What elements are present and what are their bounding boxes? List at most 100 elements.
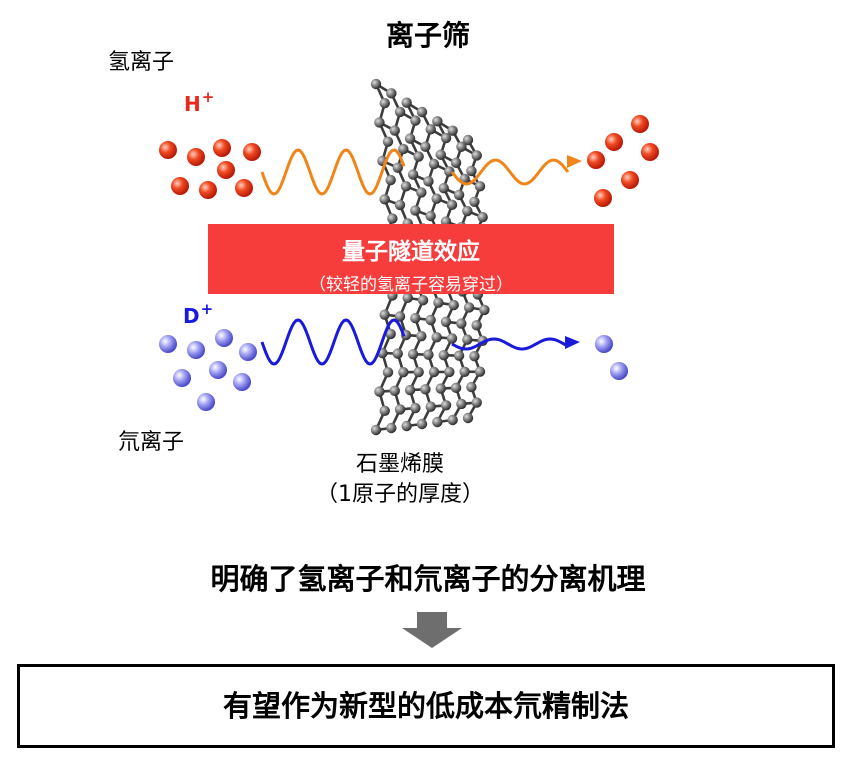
carbon-atom (374, 117, 385, 128)
hydrogen-charge: + (201, 88, 215, 106)
carbon-atom (425, 401, 436, 412)
hydrogen-ion (187, 148, 205, 166)
hydrogen-symbol: H+ (184, 88, 215, 116)
carbon-atom (394, 404, 406, 415)
carbon-atom (462, 334, 473, 345)
carbon-atom (392, 348, 403, 359)
down-arrow-icon (402, 612, 462, 648)
carbon-atom (453, 350, 465, 361)
carbon-atom (431, 332, 442, 343)
carbon-atom (462, 412, 474, 424)
carbon-atom (446, 199, 458, 211)
carbon-atom (471, 320, 482, 331)
carbon-atom (420, 384, 431, 395)
carbon-atom (389, 385, 400, 397)
carbon-atom (389, 125, 400, 136)
deuterium-symbol: D+ (183, 300, 214, 328)
carbon-atom (463, 302, 475, 313)
quantum-tunneling-banner: 量子隧道效应 （较轻的氢离子容易穿过） (208, 224, 614, 295)
carbon-atom (394, 106, 406, 118)
carbon-atom (416, 187, 427, 198)
hydrogen-ion (631, 115, 649, 133)
hydrogen-ion (621, 171, 639, 189)
hydrogen-ions-left (159, 139, 261, 199)
carbon-atom (420, 141, 431, 152)
carbon-atom (410, 205, 421, 216)
carbon-atom (425, 124, 436, 135)
carbon-atom (435, 149, 446, 160)
carbon-atom (386, 88, 397, 99)
deuterium-ions-right (595, 335, 628, 380)
carbon-atom (432, 416, 443, 428)
deuterium-ions-left (159, 329, 257, 411)
carbon-atom (462, 205, 473, 217)
carbon-atom (374, 386, 385, 397)
carbon-atom (440, 316, 452, 327)
carbon-atom (479, 304, 490, 316)
carbon-atom (471, 150, 482, 161)
hydrogen-wave-right (450, 158, 570, 186)
carbon-atom (370, 424, 382, 436)
carbon-atom (453, 189, 465, 201)
carbon-atom (425, 210, 436, 222)
carbon-atom (379, 309, 390, 320)
carbon-atom (438, 349, 449, 361)
carbon-atom (402, 292, 413, 304)
deuterium-ion (173, 369, 191, 387)
carbon-atom (416, 418, 428, 430)
carbon-atom (404, 133, 416, 144)
carbon-atom (379, 98, 390, 109)
carbon-atom (401, 97, 412, 108)
hydrogen-ion (594, 189, 612, 207)
carbon-atom (386, 422, 397, 434)
diagram-title: 离子筛 (385, 19, 470, 52)
carbon-atom (433, 297, 444, 308)
carbon-atom (382, 136, 394, 147)
carbon-atom (428, 366, 440, 378)
carbon-atom (466, 165, 477, 177)
hydrogen-label: 氢离子 (108, 50, 175, 75)
banner-subtitle: （较轻的氢离子容易穿过） (309, 275, 513, 295)
carbon-atom (459, 366, 470, 377)
carbon-atom (447, 414, 458, 426)
carbon-atom (410, 313, 421, 324)
hydrogen-ion (171, 177, 189, 195)
hydrogen-arrowhead (567, 155, 582, 168)
hydrogen-ion (235, 179, 253, 197)
hydrogen-ion (217, 161, 235, 179)
deuterium-arrowhead (565, 336, 580, 349)
carbon-atom (456, 318, 467, 329)
carbon-atom (407, 169, 419, 180)
carbon-atom (401, 420, 412, 432)
carbon-atom (423, 349, 434, 360)
membrane-thickness: （1原子的厚度） (316, 482, 484, 507)
carbon-atom (435, 383, 446, 394)
carbon-atom (444, 366, 455, 378)
carbon-atom (387, 213, 398, 224)
banner-title: 量子隧道效应 (342, 239, 480, 265)
hydrogen-ion (641, 143, 659, 161)
carbon-atom (474, 366, 486, 377)
carbon-atom (456, 141, 467, 152)
carbon-atom (379, 194, 390, 205)
carbon-atom (450, 382, 462, 394)
deuterium-wave-right (451, 337, 567, 351)
carbon-atom (431, 193, 442, 204)
deuterium-ion (215, 329, 233, 347)
deuterium-ion (233, 373, 251, 391)
carbon-atom (456, 398, 467, 410)
carbon-atom (471, 397, 482, 408)
hydrogen-ion (243, 143, 261, 161)
carbon-atom (440, 132, 452, 144)
carbon-atom (446, 333, 458, 344)
deuterium-charge: + (200, 300, 214, 318)
deuterium-ion (595, 335, 613, 353)
carbon-atom (413, 366, 424, 378)
membrane-name: 石墨烯膜 (355, 452, 444, 477)
deuterium-ion (610, 362, 628, 380)
hydrogen-ion (213, 139, 231, 157)
carbon-atom (394, 311, 406, 322)
carbon-atom (466, 381, 477, 393)
hydrogen-ion (605, 133, 623, 151)
